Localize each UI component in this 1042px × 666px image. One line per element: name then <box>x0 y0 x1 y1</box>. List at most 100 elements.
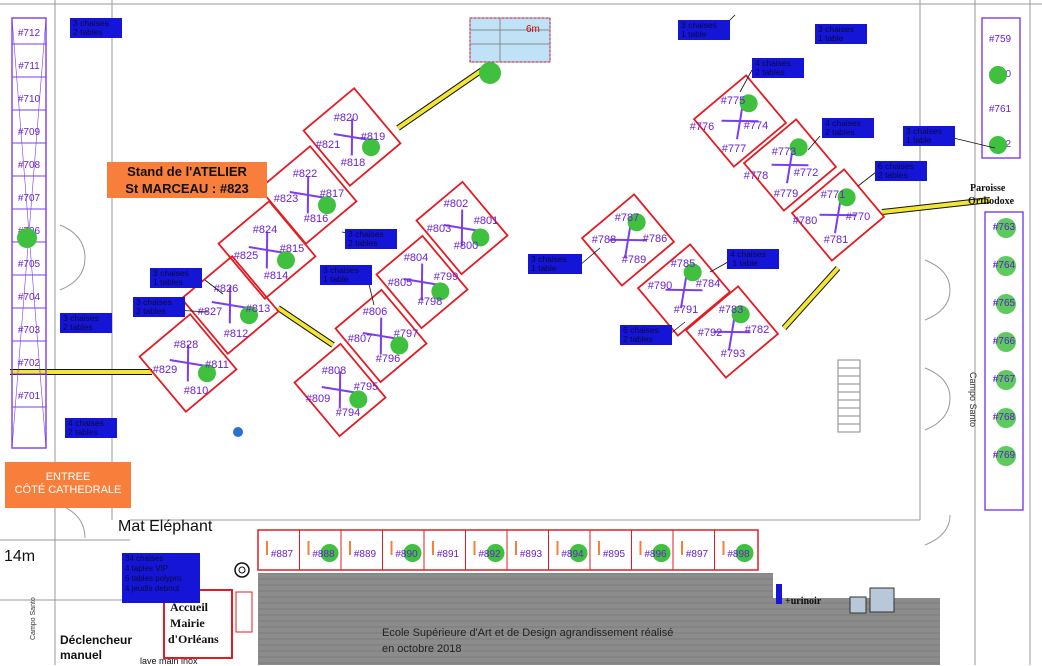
stand-774: #774 <box>744 120 768 132</box>
tree <box>390 336 409 355</box>
chair-mark <box>349 541 351 555</box>
tree <box>627 213 646 232</box>
tree <box>239 306 258 325</box>
label-6m: 6m <box>526 24 540 35</box>
stand-771: #771 <box>821 189 845 201</box>
stand-825: #825 <box>234 250 258 262</box>
stand-807: #807 <box>348 333 372 345</box>
stand-block <box>415 180 509 276</box>
stand-763-label: #763 <box>993 222 1016 233</box>
stand-820: #820 <box>334 112 358 124</box>
tree <box>789 138 808 157</box>
entree-box: ENTREE CÔTÉ CATHEDRALE <box>5 462 131 508</box>
stand-898: #898 <box>727 549 750 560</box>
stand-782: #782 <box>745 324 769 336</box>
stand-809: #809 <box>306 393 330 405</box>
stand-812: #812 <box>224 328 248 340</box>
note-701: 4 chaises 2 tables <box>65 418 117 438</box>
tree <box>403 544 422 562</box>
stand-794: #794 <box>336 407 360 419</box>
right-stand-columns <box>981 17 1024 511</box>
stand-897: #897 <box>686 549 709 560</box>
stand-778: #778 <box>744 170 768 182</box>
note-827: 3 chaises 2 tables <box>133 297 185 317</box>
note-704: 3 chaises 2 tables <box>60 313 112 333</box>
stand-759: #759 <box>989 34 1012 45</box>
tree <box>996 446 1016 466</box>
stand-810: #810 <box>184 385 208 397</box>
stand-826: #826 <box>214 283 238 295</box>
stand-779: #779 <box>774 188 798 200</box>
stand-789: #789 <box>622 254 646 266</box>
note-826: 3 chaises 1 tables <box>150 268 202 288</box>
tree <box>735 544 754 562</box>
label-manuel: manuel <box>60 648 103 662</box>
stand-824: #824 <box>253 224 277 236</box>
tree <box>486 544 505 562</box>
note-773: 4 chaises 2 tables <box>822 118 874 138</box>
stand-895: #895 <box>603 549 626 560</box>
note-top-right: 3 chaises 1 table <box>815 24 867 44</box>
chair-mark <box>307 541 310 555</box>
tree <box>996 332 1016 352</box>
stand-888: #888 <box>312 549 335 560</box>
stand-block <box>334 288 428 384</box>
stand-x <box>443 224 481 232</box>
tree <box>17 228 37 248</box>
stand-791: #791 <box>674 304 698 316</box>
stand-828: #828 <box>174 339 198 351</box>
tree <box>731 305 750 324</box>
stand-775: #775 <box>721 95 745 107</box>
stand-x <box>211 301 249 309</box>
tree <box>197 364 216 383</box>
stand-block <box>636 243 732 337</box>
tree <box>361 138 380 157</box>
stand-708: #708 <box>18 160 41 171</box>
stand-804: #804 <box>404 252 428 264</box>
note-712: 3 chaises 2 tables <box>70 18 122 38</box>
chair-mark <box>681 541 683 555</box>
stand-703: #703 <box>18 325 41 336</box>
stand-892: #892 <box>478 549 501 560</box>
stand-cell <box>138 312 238 414</box>
stand-block <box>375 234 469 330</box>
stand-cell <box>180 254 280 356</box>
stand-block <box>293 342 387 438</box>
label-lave-main: lave main inox <box>140 656 198 666</box>
chair-mark <box>722 541 725 555</box>
central-stands: #820#819#821#818#822#817#823#816#824#815… <box>138 62 886 438</box>
stand-796: #796 <box>376 353 400 365</box>
stand-769-label: #769 <box>993 450 1016 461</box>
tree <box>989 66 1007 84</box>
stand-block <box>742 118 838 212</box>
tree <box>996 256 1016 276</box>
stand-767-label: #767 <box>993 374 1016 385</box>
label-orleans: d'Orléans <box>168 632 219 646</box>
stand-707: #707 <box>18 193 41 204</box>
stand-765-label: #765 <box>993 298 1016 309</box>
stand-799: #799 <box>434 271 458 283</box>
stand-893: #893 <box>520 549 543 560</box>
stand-cell <box>293 342 387 438</box>
label-urinoir: +urinoir <box>785 596 822 607</box>
tree <box>569 544 588 562</box>
stand-705: #705 <box>18 259 41 270</box>
stand-790: #790 <box>648 280 672 292</box>
stand-block <box>217 199 317 301</box>
stand-784: #784 <box>696 278 720 290</box>
tree <box>837 188 856 207</box>
note-806: 3 chaises 1 table <box>320 265 372 285</box>
stand-806: #806 <box>363 306 387 318</box>
stand-808: #808 <box>322 365 346 377</box>
entree-line1: ENTREE <box>45 471 91 483</box>
chair-mark <box>266 541 268 555</box>
label-14m: 14m <box>4 548 36 565</box>
atelier-stand-box: Stand de l'ATELIER St MARCEAU : #823 <box>107 162 267 198</box>
stand-822: #822 <box>293 168 317 180</box>
chair-mark <box>556 541 559 555</box>
chair-mark <box>598 541 600 555</box>
entree-line2: CÔTÉ CATHEDRALE <box>14 484 122 496</box>
stand-894: #894 <box>561 549 584 560</box>
tree <box>996 218 1016 238</box>
